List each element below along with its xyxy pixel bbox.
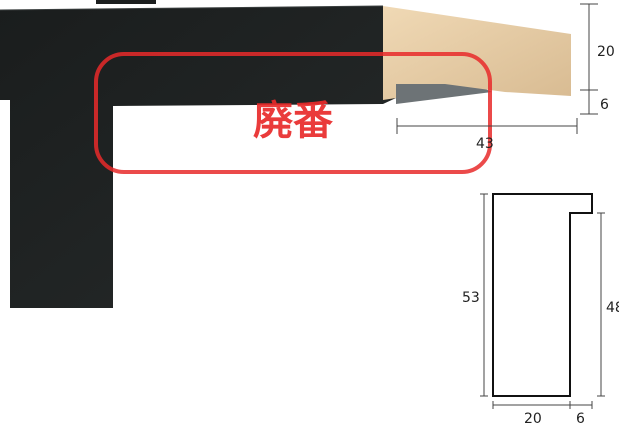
- frame-rebate-shadow: [396, 82, 492, 104]
- photo-dimension-lines: [396, 3, 598, 134]
- profile-dim-height-inner: 48: [606, 300, 619, 316]
- profile-dim-height-outer: 53: [462, 290, 480, 306]
- profile-dim-width-rebate: 6: [576, 411, 585, 426]
- photo-dim-height-top: 20: [597, 44, 615, 60]
- frame-corner-photo: [0, 0, 571, 308]
- profile-cross-section: [492, 193, 593, 397]
- frame-wood-section: [383, 6, 571, 100]
- photo-dim-width: 43: [476, 136, 494, 152]
- photo-dim-height-rebate: 6: [600, 97, 609, 113]
- frame-face-black: [0, 6, 396, 308]
- stamp-text: 廃番: [253, 98, 333, 144]
- profile-dim-width-main: 20: [524, 411, 542, 426]
- profile-dimension-lines: [480, 193, 605, 409]
- profile-outline: [492, 193, 593, 397]
- discontinued-stamp: 廃番: [94, 52, 492, 174]
